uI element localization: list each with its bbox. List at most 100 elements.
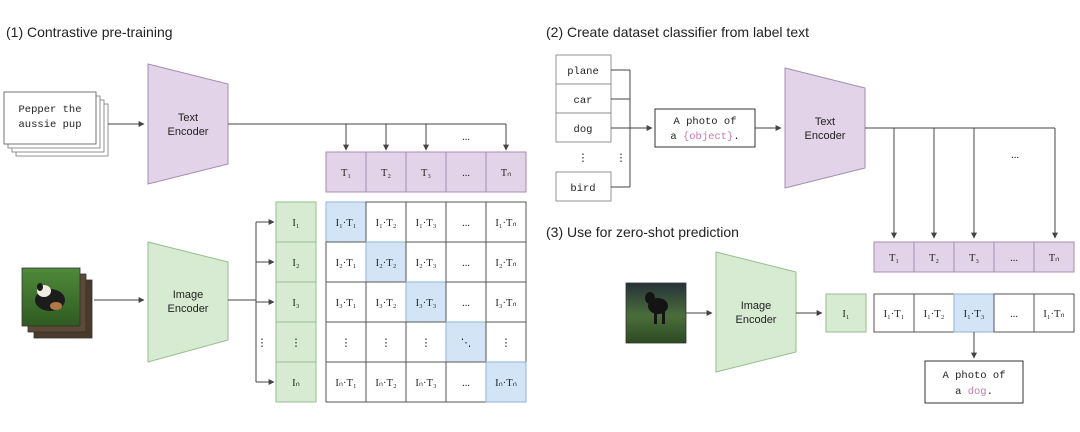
text-encoder-2-label-1: Text — [815, 116, 835, 128]
label-wiring-vdots: ⋮ — [616, 153, 627, 164]
text-encoder-label-2: Encoder — [168, 126, 209, 138]
zeroshot-text-token-label: T₂ — [929, 253, 939, 264]
image-encoder-shape — [147, 241, 229, 363]
matrix-cell: ... — [445, 361, 487, 403]
caption-line-1: Pepper the — [18, 104, 81, 116]
zeroshot-image-token-cell: I₁ — [825, 293, 867, 333]
matrix-cell: I₂·T₁ — [325, 241, 367, 283]
label-item: car — [555, 83, 612, 114]
prediction-line-1: A photo of — [942, 370, 1005, 382]
pretrain-text-token-label: ... — [462, 168, 470, 179]
matrix-cell-label: I₁·Tₙ — [495, 218, 516, 229]
zeroshot-image-token: I₁ — [825, 293, 867, 333]
caption-line-2: aussie pup — [18, 119, 81, 131]
matrix-cell: I₁·T₂ — [365, 201, 407, 243]
image-encoder-label-1: Image — [173, 289, 204, 301]
pretrain-text-token: T₁ — [325, 151, 367, 193]
pretrain-image-token: I₃ — [275, 281, 317, 323]
zeroshot-row-cell-label: I₁·T₂ — [924, 309, 945, 320]
label-item-text: ⋮ — [578, 153, 589, 164]
title-dataset-classifier: (2) Create dataset classifier from label… — [546, 24, 809, 40]
text-token-wiring: ... — [228, 123, 509, 151]
zeroshot-text-token: T₃ — [953, 241, 995, 273]
label-item: bird — [555, 171, 612, 202]
matrix-cell-label: ... — [462, 298, 470, 309]
matrix-diagonal-cell-label: ⋱ — [461, 338, 472, 349]
dog-field-photo — [625, 282, 687, 344]
matrix-cell-label: ⋮ — [421, 338, 432, 349]
pretrain-text-token-label: Tₙ — [501, 168, 512, 179]
text-encoder-shape — [147, 63, 229, 185]
pretrain-image-token-label: I₁ — [292, 218, 299, 229]
matrix-diagonal-cell-label: I₂·T₂ — [376, 258, 397, 269]
pretrain-image-token: I₁ — [275, 201, 317, 243]
zeroshot-row-cell-label: ... — [1010, 309, 1018, 320]
label-wiring: ⋮ — [611, 69, 653, 188]
matrix-cell-label: ... — [462, 258, 470, 269]
image-encoder-pretrain: Image Encoder — [147, 241, 229, 363]
zeroshot-text-token: T₂ — [913, 241, 955, 273]
zeroshot-best-match-cell-label: I₁·T₃ — [964, 309, 985, 320]
matrix-cell-label: ⋮ — [381, 338, 392, 349]
zeroshot-row-cell: I₁·T₁ — [873, 293, 915, 333]
pretrain-image-token: ⋮ — [275, 321, 317, 363]
zeroshot-row-cell: ... — [993, 293, 1035, 333]
zeroshot-text-token-label: T₃ — [969, 253, 979, 264]
pretrain-image-token-label: I₃ — [292, 298, 299, 309]
matrix-cell: Iₙ·T₃ — [405, 361, 447, 403]
matrix-cell-label: I₂·T₃ — [416, 258, 437, 269]
text-encoder-classifier: Text Encoder — [784, 67, 866, 189]
zeroshot-best-match-cell: I₁·T₃ — [953, 293, 995, 333]
matrix-cell-label: I₃·T₁ — [336, 298, 357, 309]
pretrain-text-token-label: T₂ — [381, 168, 391, 179]
pretrain-image-token-label: ⋮ — [291, 338, 302, 349]
prediction-line-2: a dog. — [955, 386, 993, 398]
matrix-cell: ⋮ — [365, 321, 407, 363]
zeroshot-row-cell-label: I₁·Tₙ — [1043, 309, 1064, 320]
label-item-text: plane — [567, 66, 599, 78]
zeroshot-text-token: T₁ — [873, 241, 915, 273]
zeroshot-text-token-label: ... — [1010, 253, 1018, 264]
matrix-diagonal-cell: I₃·T₃ — [405, 281, 447, 323]
label-item: dog — [555, 112, 612, 143]
matrix-cell: ... — [445, 281, 487, 323]
pretrain-image-token-label: Iₙ — [292, 378, 300, 389]
matrix-cell-label: I₃·T₂ — [376, 298, 397, 309]
matrix-cell: I₃·Tₙ — [485, 281, 527, 323]
label-item-text: bird — [570, 183, 595, 195]
zeroshot-row-cell: I₁·Tₙ — [1033, 293, 1075, 333]
image-encoder-2-label-1: Image — [741, 300, 772, 312]
predicted-label: dog — [968, 386, 987, 398]
matrix-cell-label: Iₙ·T₃ — [415, 378, 437, 389]
pretrain-image-token: I₂ — [275, 241, 317, 283]
label-item-text: dog — [574, 124, 593, 136]
image-encoder-zeroshot: Image Encoder — [715, 251, 797, 373]
pretrain-image-token-label: I₂ — [292, 258, 299, 269]
template-object-slot: {object} — [683, 131, 733, 143]
zeroshot-text-token: ... — [993, 241, 1035, 273]
matrix-cell: I₃·T₁ — [325, 281, 367, 323]
pretrain-text-token: T₃ — [405, 151, 447, 193]
image-encoder-shape-2 — [715, 251, 797, 373]
pretrain-text-token-label: T₃ — [421, 168, 431, 179]
label-list: plane car dog ⋮ bird — [555, 54, 612, 202]
zeroshot-wiring-ellipsis: ... — [1011, 150, 1019, 161]
zeroshot-text-wiring: ... — [865, 127, 1058, 239]
prompt-template-box: A photo of a {object}. — [654, 108, 756, 148]
template-line-1: A photo of — [673, 116, 736, 128]
label-item-text: car — [574, 95, 593, 107]
pretrain-text-token: Tₙ — [485, 151, 527, 193]
label-item: ⋮ — [578, 153, 589, 164]
zeroshot-similarity-row: I₁·T₁ I₁·T₂ I₁·T₃... I₁·Tₙ — [873, 293, 1075, 333]
matrix-diagonal-cell: ⋱ — [445, 321, 487, 363]
text-wiring-ellipsis: ... — [462, 132, 470, 143]
matrix-cell: ... — [445, 241, 487, 283]
matrix-cell-label: ⋮ — [341, 338, 352, 349]
dog-image-stack — [21, 267, 93, 339]
zeroshot-row-cell-label: I₁·T₁ — [884, 309, 905, 320]
matrix-cell: ... — [445, 201, 487, 243]
pretrain-text-token: ... — [445, 151, 487, 193]
matrix-cell: I₂·Tₙ — [485, 241, 527, 283]
